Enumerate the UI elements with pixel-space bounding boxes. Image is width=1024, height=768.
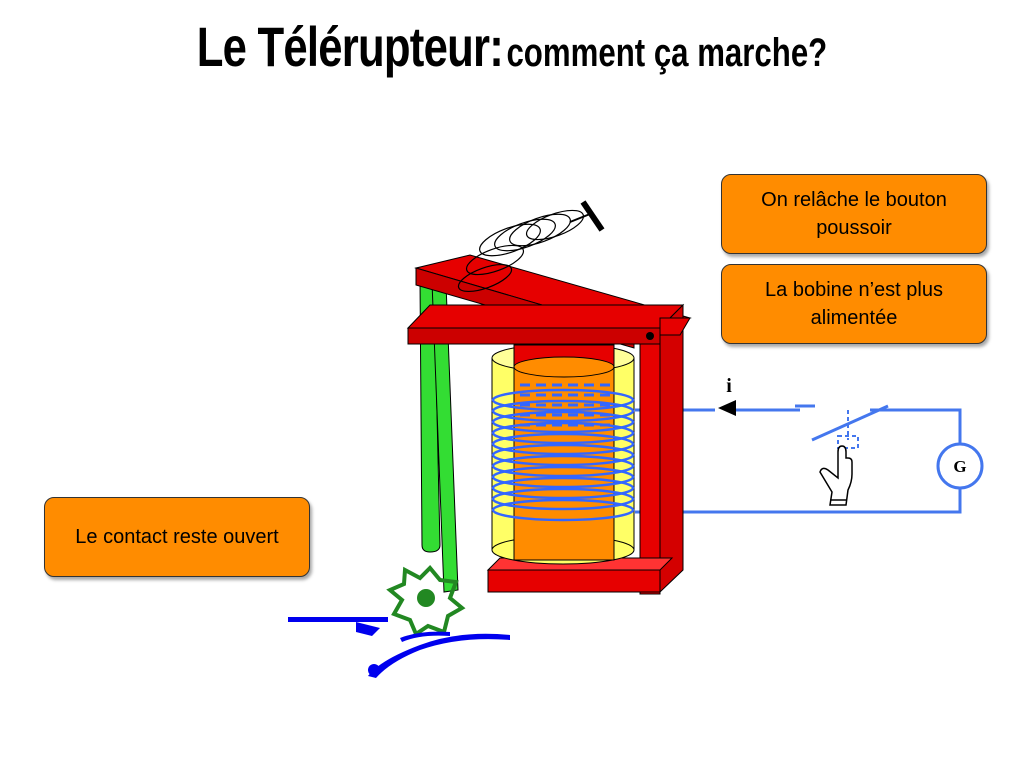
coil-winding	[491, 388, 635, 522]
pushbutton-switch	[795, 404, 889, 449]
title-sub: comment ça marche?	[506, 31, 828, 75]
callout-button-released: On relâche le bouton poussoir	[721, 174, 987, 254]
circuit-wires	[635, 408, 962, 514]
slide-title: Le Télérupteur: comment ça marche?	[113, 14, 912, 79]
hand-pointer-icon	[819, 445, 853, 506]
current-label: i	[726, 375, 732, 397]
spring-icon	[457, 200, 605, 293]
callout-coil-unpowered: La bobine n’est plus alimentée	[721, 264, 987, 344]
current-arrow-icon	[718, 400, 736, 416]
generator-label: G	[953, 457, 966, 476]
generator-icon	[936, 442, 984, 490]
title-main: Le Télérupteur:	[196, 15, 504, 78]
switch-contact	[288, 617, 510, 678]
callout-contact-open: Le contact reste ouvert	[44, 497, 310, 577]
